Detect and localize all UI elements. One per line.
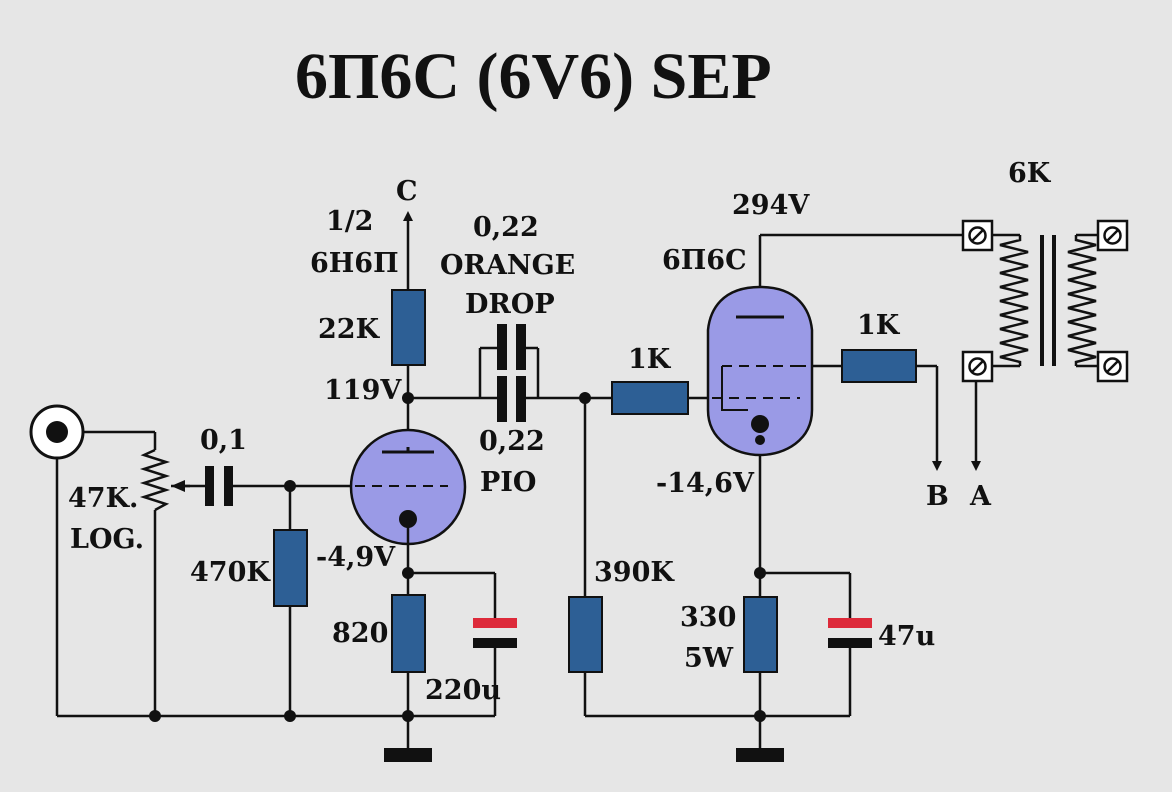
- grid-resistor-390k: [568, 596, 603, 673]
- ground-icon: [384, 748, 784, 762]
- grid-stopper-1k: [611, 381, 689, 415]
- screen-resistor-1k: [841, 349, 917, 383]
- label-driver-tube: 6Н6П: [310, 248, 399, 279]
- volume-pot: [139, 448, 190, 512]
- coupling-capacitors: [497, 324, 526, 422]
- output-transformer: [999, 235, 1097, 366]
- bypass-capacitor-220u: [473, 618, 517, 648]
- terminal-primary-bottom: [961, 350, 994, 383]
- driver-tube: [349, 428, 467, 546]
- label-driver-cathode-voltage: -4,9V: [316, 542, 396, 573]
- cathode-resistor-820: [391, 594, 426, 673]
- label-output-tube: 6П6С: [662, 245, 747, 276]
- label-output-cathode-resistor-a: 330: [680, 602, 736, 633]
- output-tube: [706, 285, 814, 457]
- terminal-primary-top: [961, 219, 994, 252]
- diagram-title: 6П6С (6V6) SEP: [295, 40, 772, 113]
- cathode-resistor-330: [743, 596, 778, 673]
- label-driver-bypass-cap: 220u: [425, 675, 501, 706]
- bypass-capacitor-47u: [828, 618, 872, 648]
- terminal-secondary-bottom: [1096, 350, 1129, 383]
- label-output-bypass-cap: 47u: [878, 621, 935, 652]
- label-coupling-cap-1-type-a: ORANGE: [440, 250, 575, 281]
- label-driver-fraction: 1/2: [326, 206, 373, 237]
- label-screen-resistor: 1K: [857, 310, 901, 341]
- label-coupling-cap-1: 0,22: [473, 212, 539, 243]
- label-output-cathode-resistor-b: 5W: [684, 643, 734, 674]
- junction-dots: [149, 392, 766, 722]
- wires: [55, 211, 1098, 750]
- label-transformer: 6K: [1008, 158, 1052, 189]
- terminal-secondary-top: [1096, 219, 1129, 252]
- label-volume-pot-a: 47K.: [68, 483, 138, 514]
- input-capacitor: [205, 466, 233, 506]
- labels: C 1/2 6Н6П 22K 119V 0,22 ORANGE DROP 0,2…: [68, 158, 1052, 706]
- plate-resistor-22k: [391, 289, 426, 366]
- label-terminal-a: A: [969, 481, 992, 512]
- rca-jack-icon: [29, 404, 85, 460]
- label-input-cap: 0,1: [200, 425, 247, 456]
- label-coupling-cap-2: 0,22: [479, 426, 545, 457]
- label-c: C: [396, 176, 418, 207]
- label-output-plate-voltage: 294V: [732, 190, 810, 221]
- label-terminal-b: B: [926, 481, 949, 512]
- resistors: [273, 289, 917, 673]
- label-driver-plate-voltage: 119V: [324, 375, 402, 406]
- label-coupling-cap-2-type: PIO: [480, 467, 536, 498]
- label-plate-load: 22K: [318, 314, 381, 345]
- screw-terminal-icon: [961, 219, 1129, 383]
- label-volume-pot-b: LOG.: [70, 524, 144, 555]
- label-grid-resistor: 470K: [190, 557, 271, 588]
- label-driver-cathode-resistor: 820: [332, 618, 388, 649]
- label-output-grid-resistor: 390K: [594, 557, 675, 588]
- label-coupling-cap-1-type-b: DROP: [465, 289, 555, 320]
- grid-resistor-470k: [273, 529, 308, 607]
- label-output-cathode-voltage: -14,6V: [656, 468, 755, 499]
- label-grid-stopper: 1K: [628, 344, 672, 375]
